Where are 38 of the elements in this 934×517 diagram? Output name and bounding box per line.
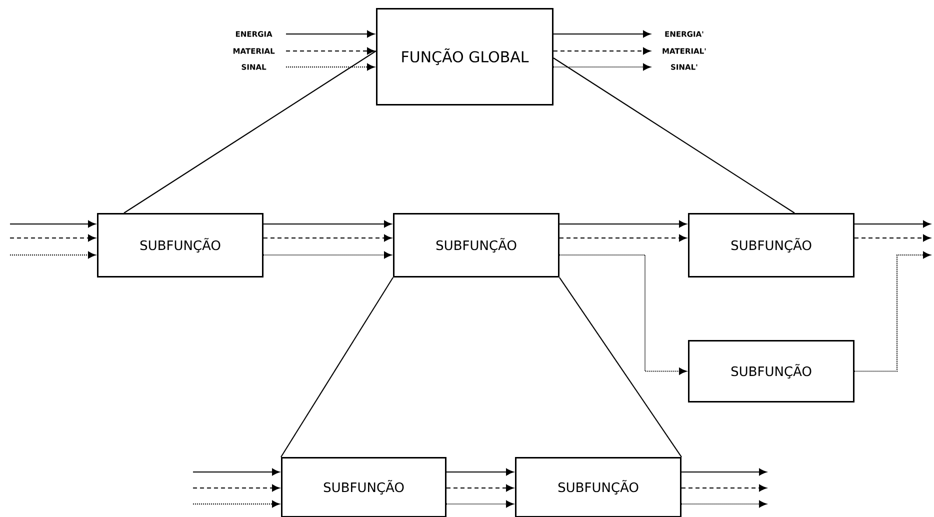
connector-line xyxy=(559,277,682,458)
arrow xyxy=(854,220,931,228)
arrow xyxy=(682,500,767,508)
process-box: SUBFUNÇÃO xyxy=(688,213,854,278)
arrow xyxy=(193,468,280,476)
process-box: SUBFUNÇÃO xyxy=(688,340,854,402)
arrow xyxy=(682,484,767,492)
arrow xyxy=(854,234,931,242)
arrow xyxy=(682,468,767,476)
arrow xyxy=(286,64,375,70)
process-box: SUBFUNÇÃO xyxy=(393,213,560,278)
arrow xyxy=(446,500,514,508)
process-box: SUBFUNÇÃO xyxy=(281,457,446,517)
arrow xyxy=(554,48,651,54)
process-box: FUNÇÃO GLOBAL xyxy=(376,8,554,106)
process-box: SUBFUNÇÃO xyxy=(97,213,264,278)
arrow xyxy=(560,254,687,375)
connector-line xyxy=(553,58,795,214)
arrow xyxy=(560,234,687,242)
process-box: SUBFUNÇÃO xyxy=(515,457,682,517)
connector-line xyxy=(280,277,394,458)
arrow xyxy=(10,220,96,228)
arrow xyxy=(193,484,280,492)
arrow xyxy=(446,484,514,492)
arrow xyxy=(286,30,375,38)
connector-line xyxy=(124,50,376,214)
arrow xyxy=(560,220,687,228)
arrow xyxy=(446,468,514,476)
arrow xyxy=(264,252,392,258)
arrow xyxy=(10,252,96,258)
arrow xyxy=(286,48,375,54)
arrow xyxy=(554,30,651,38)
arrow xyxy=(264,220,392,228)
arrow xyxy=(854,252,931,372)
arrow xyxy=(264,234,392,242)
arrow xyxy=(10,234,96,242)
arrow xyxy=(193,500,280,508)
arrow xyxy=(554,64,651,70)
